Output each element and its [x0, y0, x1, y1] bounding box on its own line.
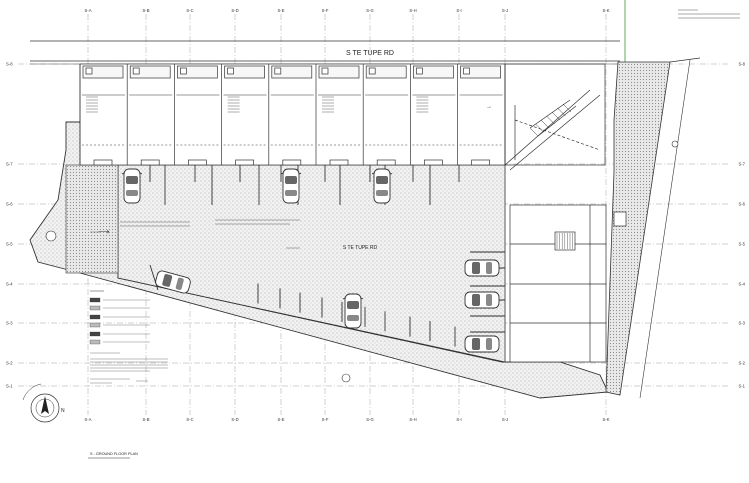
arrow-glyph: ⟶: [98, 227, 110, 236]
grid-label-bottom-2: S-C: [186, 417, 193, 422]
unit-kitchen-1: [129, 65, 171, 79]
grid-label-top-7: S-H: [409, 8, 416, 13]
unit-door-5: [329, 159, 349, 166]
unit-kitchen-8: [460, 65, 501, 79]
grid-label-left-6: S-2: [6, 361, 13, 366]
north-label: N: [61, 408, 65, 414]
general-notes: [90, 352, 168, 384]
title-block: S - GROUND FLOOR PLAN: [88, 452, 138, 459]
unit-door-0: [93, 159, 113, 166]
grid-label-top-5: S-F: [322, 8, 329, 13]
unit-door-7: [424, 159, 443, 166]
grid-label-top-3: S-D: [231, 8, 238, 13]
legend-swatch-3: [89, 322, 101, 328]
grid-label-bottom-3: S-D: [231, 417, 238, 422]
unit-door-6: [376, 159, 396, 166]
grid-label-right-2: S-6: [738, 202, 745, 207]
north-arrow: N: [22, 383, 65, 423]
annotations: [90, 219, 300, 249]
unit-kitchen-6: [365, 65, 407, 79]
grid-label-left-7: S-1: [6, 384, 13, 389]
grid-label-top-2: S-C: [186, 8, 193, 13]
top-road-label: S TE TUPE RD: [346, 50, 394, 57]
arrow-glyph-2: →: [486, 104, 492, 110]
car-8: [464, 335, 500, 353]
grid-label-right-3: S-5: [738, 242, 745, 247]
grid-label-top-8: S-I: [456, 8, 461, 13]
car-4: [342, 293, 364, 329]
grid-label-bottom-7: S-H: [409, 417, 416, 422]
unit-corner: [504, 63, 606, 166]
grid-label-bottom-0: S-A: [85, 417, 92, 422]
unit-kitchen-2: [177, 65, 218, 79]
unit-door-8: [471, 159, 490, 166]
grid-labels-bottom: S-A S-B S-C S-D S-E S-F S-G S-H S-I S-J S-K: [85, 417, 610, 422]
unit-kitchen-5: [318, 65, 360, 79]
grid-label-left-3: S-5: [6, 242, 13, 247]
grid-label-bottom-1: S-B: [143, 417, 150, 422]
grid-label-left-2: S-6: [6, 202, 13, 207]
grid-label-top-9: S-J: [502, 8, 508, 13]
legend-swatch-1: [89, 305, 101, 311]
car-6: [464, 259, 500, 277]
unit-door-3: [235, 159, 254, 166]
car-1: [121, 168, 143, 204]
grid-label-top-10: S-K: [603, 8, 610, 13]
grid-label-bottom-4: S-E: [278, 417, 285, 422]
legend-swatch-4: [89, 331, 101, 337]
ramp: [504, 89, 601, 171]
unit-door-1: [140, 159, 160, 166]
grid-label-bottom-9: S-J: [502, 417, 508, 422]
datum-markers: [45, 140, 679, 383]
car-7: [464, 291, 500, 309]
grid-label-left-0: S-8: [6, 62, 13, 67]
grid-label-left-4: S-4: [6, 282, 13, 287]
grid-label-right-5: S-3: [738, 321, 745, 326]
unit-kitchen-7: [413, 65, 454, 79]
carpark-road-label: S TE TUPE RD: [343, 245, 378, 251]
right-units: [509, 204, 627, 363]
grid-label-bottom-5: S-F: [322, 417, 329, 422]
grid-label-top-1: S-B: [143, 8, 150, 13]
left-verge: [65, 164, 119, 274]
legend-swatch-2: [89, 314, 101, 320]
grid-labels-left: S-8S-7S-6S-5S-4S-3S-2S-1: [6, 62, 13, 389]
legend-swatch-5: [89, 339, 101, 345]
unit-door-4: [282, 159, 302, 166]
grid-label-right-6: S-2: [738, 361, 745, 366]
car-3: [371, 168, 393, 204]
plan-title: S - GROUND FLOOR PLAN: [90, 452, 138, 456]
unit-kitchen-3: [224, 65, 265, 79]
right-units-outline: [509, 204, 607, 363]
unit-door-2: [188, 159, 207, 166]
grid-label-bottom-10: S-K: [603, 417, 610, 422]
unit-kitchen-4: [271, 65, 313, 79]
car-2: [280, 168, 302, 204]
grid-label-top-6: S-G: [366, 8, 373, 13]
units-outline: [79, 63, 506, 166]
units-row: [79, 63, 606, 166]
grid-label-right-0: S-8: [738, 62, 745, 67]
legend: [89, 290, 150, 345]
grid-label-right-7: S-1: [738, 384, 745, 389]
grid-label-right-4: S-4: [738, 282, 745, 287]
grid-labels-right: S-8S-7S-6S-5S-4S-3S-2S-1: [738, 62, 745, 389]
legend-swatch-0: [89, 297, 101, 303]
grid-label-top-4: S-E: [278, 8, 285, 13]
grid-label-left-1: S-7: [6, 162, 13, 167]
grid-label-right-1: S-7: [738, 162, 745, 167]
grid-labels-top: S-A S-B S-C S-D S-E S-F S-G S-H S-I S-J S-K: [85, 8, 610, 13]
right-store: [613, 211, 627, 227]
grid-label-top-0: S-A: [85, 8, 92, 13]
grid-label-left-5: S-3: [6, 321, 13, 326]
grid-label-bottom-8: S-I: [456, 417, 461, 422]
unit-kitchen-0: [82, 65, 124, 79]
grid-label-bottom-6: S-G: [366, 417, 373, 422]
notes-top-right: [678, 9, 740, 19]
